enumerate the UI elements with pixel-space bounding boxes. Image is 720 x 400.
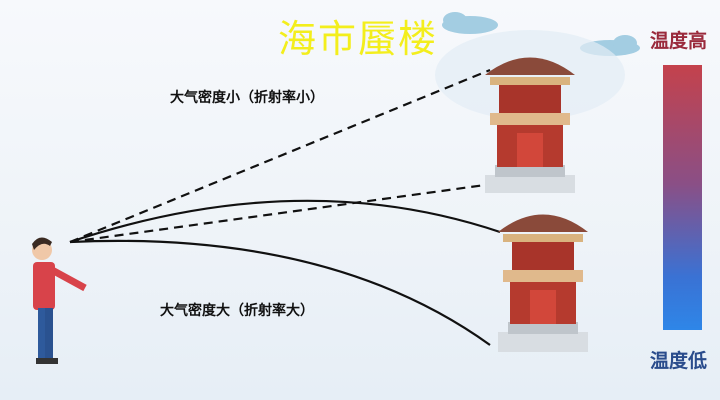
low-density-label: 大气密度小（折射率小） xyxy=(170,90,324,106)
temperature-high-label: 温度高 xyxy=(650,30,708,52)
refracted-ray-upper xyxy=(69,199,501,244)
high-density-label: 大气密度大（折射率大） xyxy=(160,303,314,319)
temperature-low-label: 温度低 xyxy=(650,350,708,372)
apparent-ray-upper xyxy=(69,68,491,244)
page-title: 海市蜃楼 xyxy=(278,17,439,61)
mirage-tower-icon xyxy=(485,57,575,193)
observer-person-icon xyxy=(32,237,87,364)
temperature-gradient-bar xyxy=(663,65,702,330)
refracted-ray-lower xyxy=(69,239,491,346)
apparent-ray-lower xyxy=(69,183,486,244)
real-tower-icon xyxy=(498,214,588,352)
